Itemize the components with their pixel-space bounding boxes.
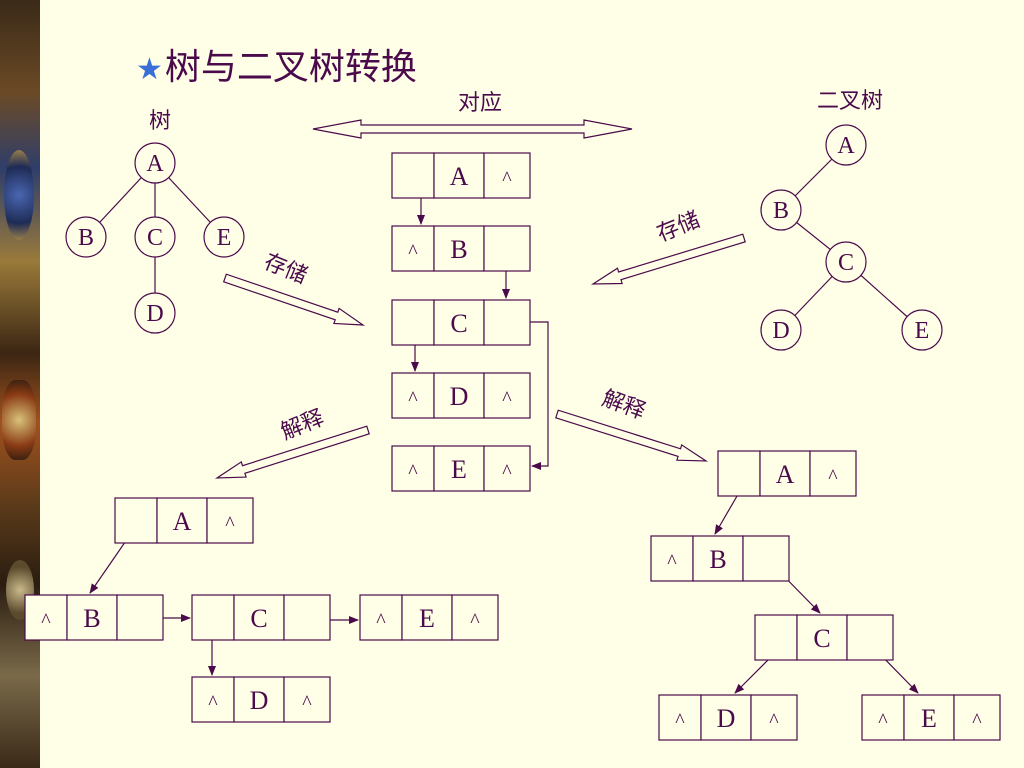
svg-text:^: ^ [675,710,685,732]
right-node-e: ^ E ^ [861,694,1001,741]
tree-node-c: C [134,216,176,258]
svg-text:E: E [451,455,467,484]
binary-tree-label: 二叉树 [817,89,883,114]
binary-tree-node-c: C [825,241,867,283]
svg-text:D: D [450,382,469,411]
svg-text:^: ^ [225,513,235,535]
decorative-side-strip [0,0,40,768]
center-node-b: ^B [391,225,531,272]
tree-node-a: A [134,142,176,184]
svg-text:^: ^ [769,710,779,732]
svg-text:^: ^ [408,388,418,410]
store-arrow-right [590,233,746,285]
interpret-label-left: 解释 [277,406,327,446]
binary-tree: A B C D E [760,124,943,351]
right-node-a: A^ [717,450,857,497]
svg-text:^: ^ [828,466,838,488]
svg-text:E: E [915,318,930,344]
svg-text:^: ^ [502,388,512,410]
binary-tree-node-b: B [760,189,802,231]
store-label-left: 存储 [260,250,310,290]
interpret-arrow-left [214,425,370,479]
left-node-c: C [191,594,331,641]
right-interpreted-tree: A^^BC^D^^E^ [650,450,1001,741]
store-label-right: 存储 [653,208,703,248]
right-node-b: ^B [650,535,790,582]
svg-text:C: C [838,250,854,276]
tree-label: 树 [149,109,171,134]
tree-node-d: D [134,292,176,334]
svg-text:^: ^ [470,610,480,632]
binary-tree-node-a: A [825,124,867,166]
svg-text:^: ^ [208,692,218,714]
right-node-d: ^ D ^ [658,694,798,741]
correspond-double-arrow [312,119,633,139]
center-node-c: C [391,299,531,346]
svg-text:B: B [773,198,789,224]
binary-tree-node-d: D [760,309,802,351]
center-node-e: ^ E ^ [391,445,531,492]
svg-text:^: ^ [408,461,418,483]
center-linked-storage: A^^BC^D^^E^ [391,152,531,492]
general-tree: A B C E D [65,142,245,334]
svg-text:^: ^ [302,692,312,714]
svg-text:^: ^ [878,710,888,732]
tree-node-e: E [203,216,245,258]
svg-text:^: ^ [972,710,982,732]
ornament-medal [2,380,36,460]
svg-text:E: E [217,225,232,251]
center-node-d: ^ D ^ [391,372,531,419]
correspond-label: 对应 [458,91,502,116]
ornament-jewel [4,150,34,240]
center-node-a: A^ [391,152,531,199]
svg-text:D: D [146,301,163,327]
svg-text:B: B [78,225,94,251]
svg-text:^: ^ [502,461,512,483]
binary-tree-node-e: E [901,309,943,351]
svg-text:^: ^ [502,168,512,190]
svg-text:C: C [813,624,830,653]
slide-title: ★树与二叉树转换 [136,38,417,90]
svg-text:E: E [921,704,937,733]
svg-text:^: ^ [408,241,418,263]
svg-text:A: A [146,151,164,177]
svg-text:C: C [450,309,467,338]
svg-text:B: B [709,545,726,574]
interpret-arrow-right [555,409,709,462]
svg-text:D: D [250,686,269,715]
left-node-a: A^ [114,497,254,544]
left-node-e: ^ E ^ [359,594,499,641]
right-node-c: C [754,614,894,661]
svg-text:E: E [419,604,435,633]
svg-text:^: ^ [667,551,677,573]
svg-text:^: ^ [41,610,51,632]
svg-text:B: B [83,604,100,633]
tree-node-b: B [65,216,107,258]
left-node-d: ^ D ^ [191,676,331,723]
svg-text:C: C [250,604,267,633]
svg-text:^: ^ [376,610,386,632]
svg-text:A: A [837,133,855,159]
svg-text:A: A [450,162,469,191]
svg-text:D: D [717,704,736,733]
svg-text:B: B [450,235,467,264]
store-arrow-left [222,273,366,326]
interpret-label-right: 解释 [599,386,649,425]
svg-text:A: A [173,507,192,536]
left-node-b: ^B [24,594,164,641]
svg-text:A: A [776,460,795,489]
svg-text:D: D [772,318,789,344]
star-icon: ★ [136,52,163,87]
slide-title-text: 树与二叉树转换 [164,47,417,88]
svg-text:C: C [147,225,163,251]
